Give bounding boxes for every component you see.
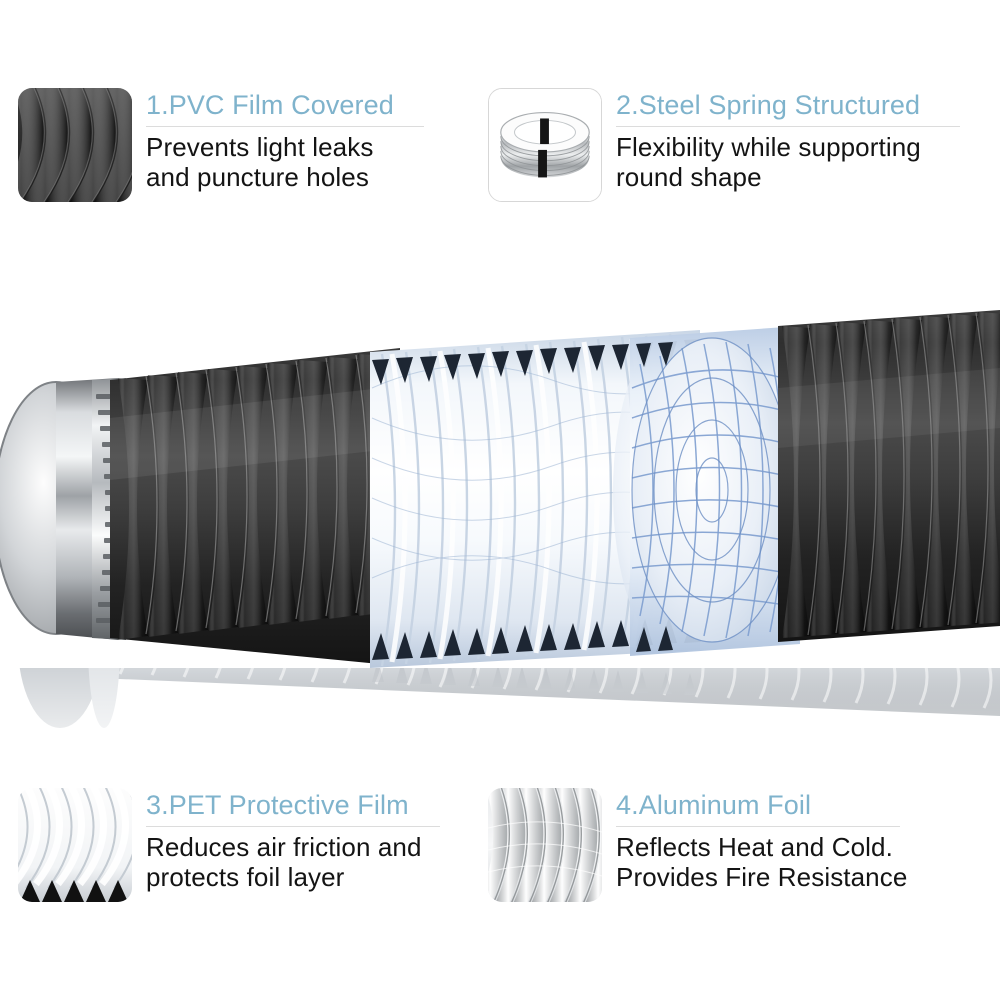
feature-heading: 1.PVC Film Covered	[146, 90, 394, 120]
hero-product-image	[0, 268, 1000, 768]
pet-protective-film-thumbnail	[18, 788, 132, 902]
feature-heading: 3.PET Protective Film	[146, 790, 409, 820]
black-pvc-outer-jacket-right	[778, 310, 1000, 642]
steel-spring-coil-thumbnail	[488, 88, 602, 202]
feature-description: Prevents light leaks and puncture holes	[146, 132, 374, 192]
callout-text-block: 3.PET Protective Film Reduces air fricti…	[146, 788, 440, 892]
feature-description: Reduces air friction and protects foil l…	[146, 832, 422, 892]
aluminum-foil-scrim-mesh	[630, 326, 800, 656]
feature-callout-pvc-film: 1.PVC Film Covered Prevents light leaks …	[18, 88, 424, 202]
duct-reflection	[0, 668, 1000, 768]
duct-cutaway-illustration	[0, 310, 1000, 768]
feature-heading: 4.Aluminum Foil	[616, 790, 812, 820]
feature-description: Flexibility while supporting round shape	[616, 132, 921, 192]
feature-heading: 2.Steel Spring Structured	[616, 90, 921, 120]
callout-text-block: 2.Steel Spring Structured Flexibility wh…	[616, 88, 960, 192]
heading-divider	[616, 126, 960, 127]
feature-description: Reflects Heat and Cold. Provides Fire Re…	[616, 832, 908, 892]
feature-callout-steel-spring: 2.Steel Spring Structured Flexibility wh…	[488, 88, 960, 202]
black-pvc-outer-jacket-left	[110, 348, 405, 666]
feature-callout-pet-film: 3.PET Protective Film Reduces air fricti…	[18, 788, 440, 902]
feature-callout-aluminum-foil: 4.Aluminum Foil Reflects Heat and Cold. …	[488, 788, 907, 902]
aluminum-foil-thumbnail	[488, 788, 602, 902]
heading-divider	[146, 126, 424, 127]
callout-text-block: 4.Aluminum Foil Reflects Heat and Cold. …	[616, 788, 907, 892]
heading-divider	[616, 826, 900, 827]
callout-text-block: 1.PVC Film Covered Prevents light leaks …	[146, 88, 424, 192]
heading-divider	[146, 826, 440, 827]
black-ribbed-pvc-film-thumbnail	[18, 88, 132, 202]
